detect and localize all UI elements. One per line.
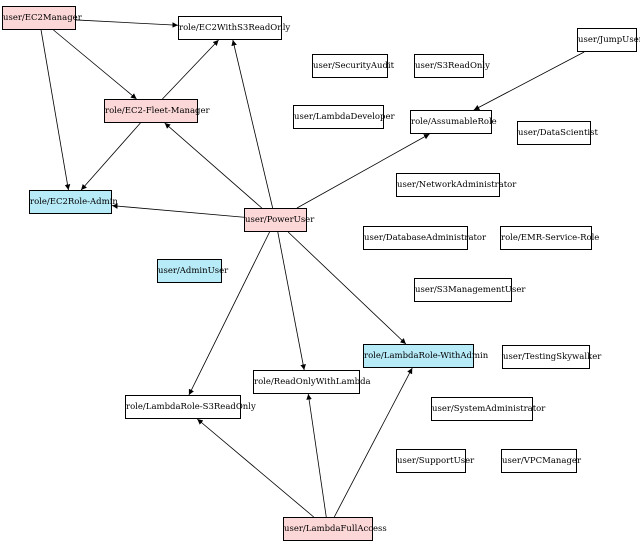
edge-poweruser-to-readonlywithlambda — [277, 231, 306, 371]
node-user-lambdadeveloper[interactable]: user/LambdaDeveloper — [293, 105, 395, 129]
node-user-networkadministrator[interactable]: user/NetworkAdministrator — [396, 173, 516, 197]
edge-poweruser-to-ec2roleadmin — [111, 203, 245, 218]
edge-lambdafullaccess-to-lambdarole_s3readonly — [197, 418, 314, 518]
edge-ec2fleetmanager-to-ec2roleadmin — [80, 122, 141, 191]
edge-lambdafullaccess-to-lambdarolewithadmin — [333, 367, 413, 518]
edge-ec2manager-to-ec2roleadmin — [40, 29, 71, 191]
edge-jumpuser-to-assumablerole — [473, 51, 585, 111]
node-role-assumablerole[interactable]: role/AssumableRole — [410, 110, 497, 134]
node-user-datascientist[interactable]: user/DataScientist — [517, 121, 598, 145]
node-role-ec2-fleet-manager[interactable]: role/EC2-Fleet-Manager — [104, 99, 210, 123]
edge-poweruser-to-assumablerole — [296, 133, 430, 209]
node-user-systemadministrator[interactable]: user/SystemAdministrator — [431, 397, 545, 421]
node-role-ec2withs3readonly[interactable]: role/EC2WithS3ReadOnly — [178, 16, 290, 40]
node-user-securityaudit[interactable]: user/SecurityAudit — [312, 54, 394, 78]
edge-ec2manager-to-ec2fleetmanager — [53, 29, 137, 100]
node-user-s3readonly[interactable]: user/S3ReadOnly — [414, 54, 490, 78]
edge-poweruser-to-lambdarolewithadmin — [287, 231, 407, 345]
node-user-poweruser[interactable]: user/PowerUser — [244, 208, 314, 232]
node-role-emr-service-role[interactable]: role/EMR-Service-Role — [500, 226, 599, 250]
node-user-supportuser[interactable]: user/SupportUser — [396, 449, 474, 473]
node-user-lambdafullaccess[interactable]: user/LambdaFullAccess — [283, 517, 387, 541]
node-user-vpcmanager[interactable]: user/VPCManager — [501, 449, 581, 473]
node-role-lambdarole-s3readonly[interactable]: role/LambdaRole-S3ReadOnly — [125, 395, 256, 419]
node-user-adminuser[interactable]: user/AdminUser — [157, 259, 228, 283]
node-user-jumpuser[interactable]: user/JumpUser — [577, 28, 640, 52]
node-user-testingskywalker[interactable]: user/TestingSkywalker — [502, 345, 601, 369]
edge-lambdafullaccess-to-readonlywithlambda — [306, 393, 327, 518]
edge-poweruser-to-ec2withs3readonly — [231, 39, 274, 209]
edge-poweruser-to-lambdarole_s3readonly — [188, 231, 270, 396]
node-user-s3managementuser[interactable]: user/S3ManagementUser — [414, 278, 525, 302]
edge-ec2fleetmanager-to-ec2withs3readonly — [162, 39, 219, 100]
node-user-ec2manager[interactable]: user/EC2Manager — [2, 6, 82, 30]
node-role-lambdarole-withadmin[interactable]: role/LambdaRole-WithAdmin — [363, 344, 488, 368]
node-role-ec2role-admin[interactable]: role/EC2Role-Admin — [29, 190, 118, 214]
node-user-databaseadministrator[interactable]: user/DatabaseAdministrator — [363, 226, 486, 250]
edge-poweruser-to-ec2fleetmanager — [164, 122, 263, 209]
edge-ec2manager-to-ec2withs3readonly — [75, 19, 179, 28]
node-role-readonlywithlambda[interactable]: role/ReadOnlyWithLambda — [253, 370, 371, 394]
